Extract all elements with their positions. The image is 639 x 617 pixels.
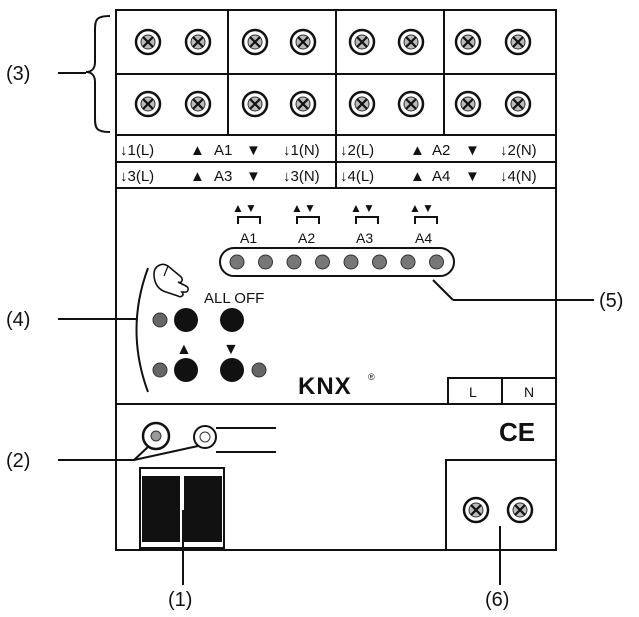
status-led-right xyxy=(251,362,267,378)
terminal-screw-icon xyxy=(184,90,212,118)
label-channel-a1: A1 xyxy=(214,142,232,159)
label-terminal-2L: ↓2(L) xyxy=(340,142,374,159)
all-off-label: ALL OFF xyxy=(204,290,264,307)
channel-status-led xyxy=(286,254,302,270)
led-group-a3: A3 xyxy=(356,230,373,246)
down-arrow-icon: ▼ xyxy=(304,201,316,215)
manual-mode-led xyxy=(152,312,168,328)
up-arrow-icon: ▲ xyxy=(350,201,362,215)
down-arrow-icon: ▼ xyxy=(245,201,257,215)
terminal-screw-icon xyxy=(241,90,269,118)
bus-connector-terminal xyxy=(139,467,225,549)
down-button[interactable] xyxy=(220,358,244,382)
terminal-screw-icon xyxy=(134,28,162,56)
channel-status-led xyxy=(400,254,416,270)
down-arrow-icon: ▼ xyxy=(363,201,375,215)
down-arrow-icon: ▼ xyxy=(246,168,261,185)
svg-text:(4): (4) xyxy=(6,309,30,331)
terminal-screw-icon xyxy=(348,28,376,56)
up-arrow-icon: ▲ xyxy=(176,341,192,358)
label-l: L xyxy=(469,384,477,400)
up-arrow-icon: ▲ xyxy=(410,142,425,159)
up-arrow-icon: ▲ xyxy=(190,168,205,185)
led-group-a4: A4 xyxy=(415,230,432,246)
channel-status-led xyxy=(315,254,330,270)
up-arrow-icon: ▲ xyxy=(291,201,303,215)
manual-mode-button[interactable] xyxy=(174,308,198,332)
led-group-labels: ▲ ▼ A1 ▲ ▼ A2 ▲ ▼ A3 ▲ ▼ A4 xyxy=(232,201,438,246)
terminal-screw-icon xyxy=(397,90,425,118)
terminal-screw-icon xyxy=(241,28,269,56)
label-n: N xyxy=(524,384,534,400)
label-channel-a2: A2 xyxy=(432,142,450,159)
terminal-screw-icon xyxy=(454,90,482,118)
label-terminal-1L: ↓1(L) xyxy=(120,142,154,159)
up-arrow-icon: ▲ xyxy=(190,142,205,159)
terminal-screw-icon xyxy=(397,28,425,56)
label-terminal-3L: ↓3(L) xyxy=(120,168,154,185)
callout-6: (6) xyxy=(485,526,509,611)
hand-icon xyxy=(153,263,189,298)
led-group-a1: A1 xyxy=(240,230,257,246)
knx-logo: KNX ® xyxy=(298,372,375,400)
label-channel-a3: A3 xyxy=(214,168,232,185)
terminal-screw-icon xyxy=(134,90,162,118)
terminal-screw-icon xyxy=(289,28,317,56)
down-arrow-icon: ▼ xyxy=(465,142,480,159)
status-led-left xyxy=(152,362,168,378)
svg-text:(6): (6) xyxy=(485,589,509,611)
programming-led-lens xyxy=(199,431,211,443)
ce-mark: CE xyxy=(499,417,535,447)
terminal-label-strips xyxy=(116,135,556,189)
down-arrow-icon: ▼ xyxy=(246,142,261,159)
svg-text:®: ® xyxy=(368,372,375,382)
callout-2: (2) xyxy=(6,445,199,472)
down-arrow-icon: ▼ xyxy=(223,341,239,358)
led-status-strip xyxy=(219,247,455,277)
down-arrow-icon: ▼ xyxy=(465,168,480,185)
label-terminal-4N: ↓4(N) xyxy=(500,168,537,185)
label-terminal-1N: ↓1(N) xyxy=(283,142,320,159)
terminal-screw-icon xyxy=(454,28,482,56)
svg-text:(3): (3) xyxy=(6,63,30,85)
programming-area xyxy=(141,421,276,453)
label-terminal-2N: ↓2(N) xyxy=(500,142,537,159)
up-arrow-icon: ▲ xyxy=(232,201,244,215)
channel-status-led xyxy=(258,254,273,270)
up-arrow-icon: ▲ xyxy=(409,201,421,215)
channel-status-led xyxy=(229,254,245,270)
svg-text:(1): (1) xyxy=(168,589,192,611)
terminal-screw-icon xyxy=(289,90,317,118)
down-arrow-icon: ▼ xyxy=(422,201,434,215)
channel-status-led xyxy=(343,254,359,270)
programming-led xyxy=(150,430,162,442)
callout-1: (1) xyxy=(168,510,192,611)
callout-3: (3) xyxy=(6,15,111,133)
terminal-screw-icon xyxy=(348,90,376,118)
channel-status-led xyxy=(372,254,387,270)
terminal-screw-icon xyxy=(184,28,212,56)
manual-operation-panel: ALL OFF ▲ ▼ xyxy=(135,263,267,393)
up-button[interactable] xyxy=(174,358,198,382)
terminal-screw-icon xyxy=(504,90,532,118)
supply-label-box: L N xyxy=(447,377,557,405)
callout-4: (4) xyxy=(6,309,136,331)
svg-text:KNX: KNX xyxy=(298,373,352,400)
label-channel-a4: A4 xyxy=(432,168,450,185)
channel-status-led xyxy=(429,254,444,270)
svg-text:(5): (5) xyxy=(599,290,623,312)
label-terminal-4L: ↓4(L) xyxy=(340,168,374,185)
callout-5: (5) xyxy=(432,279,623,312)
led-group-a2: A2 xyxy=(298,230,315,246)
label-terminal-3N: ↓3(N) xyxy=(283,168,320,185)
svg-text:(2): (2) xyxy=(6,450,30,472)
up-arrow-icon: ▲ xyxy=(410,168,425,185)
terminal-screw-icon xyxy=(504,28,532,56)
all-off-button[interactable] xyxy=(220,308,244,332)
